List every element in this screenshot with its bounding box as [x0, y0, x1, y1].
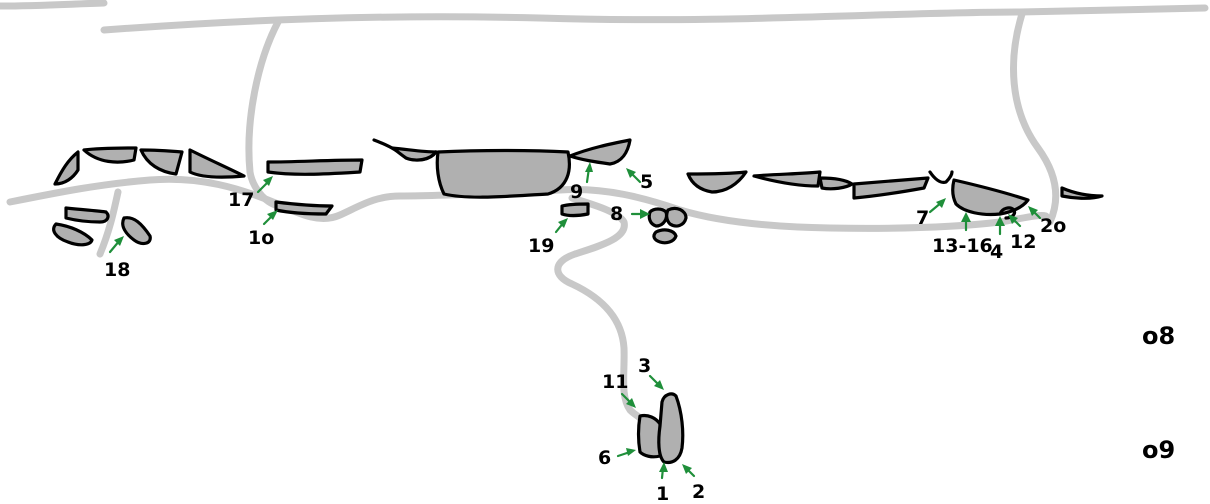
arrow-9	[585, 162, 593, 184]
arrow-7	[928, 198, 946, 214]
arrow-11	[620, 392, 636, 408]
boulder-10	[274, 200, 334, 216]
boulder-8a	[647, 207, 669, 228]
arrow-6	[616, 448, 636, 458]
boulder-right-1	[686, 170, 748, 194]
problem-label-8: 8	[610, 203, 623, 225]
arrow-4	[995, 216, 1005, 236]
arrow-17	[256, 176, 273, 194]
problem-label-4: 4	[990, 241, 1003, 263]
boulders-left-cluster	[52, 206, 152, 247]
trail-spur-18	[96, 188, 122, 258]
problem-label-1: 1	[656, 483, 669, 504]
arrow-12	[1008, 214, 1022, 228]
problem-label-20: 2o	[1040, 215, 1066, 237]
boulder-19	[560, 202, 590, 218]
boulder-right-4	[852, 176, 930, 200]
boulder-right-5	[928, 170, 954, 184]
boulder-18b	[52, 222, 94, 247]
boulder-18a	[64, 206, 110, 224]
arrow-3	[648, 374, 664, 390]
boulder-8b	[665, 206, 688, 228]
boulder-17	[266, 158, 364, 176]
problem-label-17: 17	[228, 189, 254, 211]
boulder-center-main	[435, 148, 571, 199]
arrows	[108, 162, 1042, 480]
problem-label-11: 11	[602, 371, 628, 393]
problem-label-18: 18	[104, 259, 130, 281]
arrow-20	[1028, 206, 1042, 220]
trail-top-edge	[0, 0, 108, 10]
arrow-1	[659, 462, 668, 480]
trail-left-branch	[245, 18, 282, 209]
boulder-8c	[652, 228, 678, 245]
problem-label-13-16: 13-16	[932, 235, 993, 257]
trails	[0, 0, 1209, 422]
problem-label-5: 5	[640, 171, 653, 193]
sector-label-o8: o8	[1142, 322, 1175, 350]
boulder-left-1	[53, 150, 80, 186]
boulder-5	[568, 138, 632, 166]
boulder-right-3	[818, 176, 854, 191]
problem-label-12: 12	[1010, 231, 1036, 253]
boulders-south	[636, 392, 685, 465]
boulders-center	[372, 138, 632, 218]
problem-label-10: 1o	[248, 227, 274, 249]
arrow-8	[630, 209, 650, 219]
problem-label-19: 19	[528, 235, 554, 257]
arrow-13-16	[961, 212, 971, 232]
trail-south	[554, 194, 644, 422]
boulder-6	[636, 413, 662, 459]
arrow-10	[262, 210, 278, 226]
arrow-19	[554, 218, 568, 234]
boulder-right-6	[1060, 186, 1104, 200]
boulder-left-4	[188, 148, 246, 179]
sector-label-o9: o9	[1142, 436, 1175, 464]
trail-right-branch	[1010, 10, 1060, 226]
problem-label-2: 2	[692, 481, 705, 503]
problem-label-6: 6	[598, 447, 611, 469]
problem-labels: 17 1o 18 9 5 19 8 7 13-16 4 12 2o 11 3 6…	[104, 171, 1066, 504]
sector-labels: o8 o9	[1142, 322, 1175, 464]
boulder-18c	[121, 216, 152, 246]
boulder-right-2	[752, 170, 822, 188]
boulders-left-group	[53, 146, 246, 186]
arrow-18	[108, 236, 124, 254]
boulders-17-10	[266, 158, 364, 216]
boulder-center-left	[390, 146, 438, 162]
boulders-right-group	[686, 170, 1104, 220]
arrow-2	[682, 464, 696, 478]
boulder-left-2	[82, 146, 138, 164]
arrow-5	[626, 168, 642, 184]
problem-label-3: 3	[638, 355, 651, 377]
problem-label-7: 7	[916, 207, 929, 229]
problem-label-9: 9	[570, 181, 583, 203]
boulder-13-16	[951, 178, 1030, 217]
trail-top	[100, 4, 1209, 34]
boulder-1-2-3	[657, 392, 685, 465]
boulder-left-3	[139, 148, 184, 176]
boulders-8-cluster	[647, 206, 688, 245]
